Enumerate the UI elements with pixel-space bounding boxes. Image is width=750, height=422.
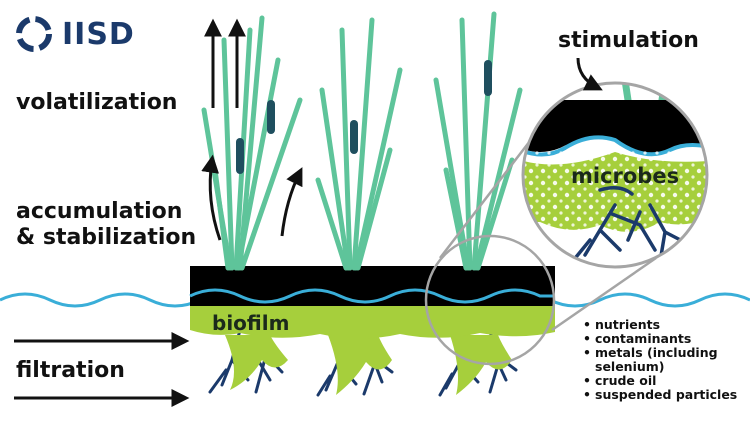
pollutant-item: nutrients <box>583 318 745 333</box>
microbes-label: microbes <box>571 164 680 188</box>
pollutant-list: nutrients contaminants metals (including… <box>583 318 745 403</box>
pollutant-item: suspended particles <box>583 388 745 403</box>
brand-name: IISD <box>62 16 135 52</box>
stabilization-label: & stabilization <box>16 225 197 250</box>
volatilization-label: volatilization <box>16 90 178 115</box>
accumulation-arrows <box>201 154 303 241</box>
iisd-ring-logo-icon <box>16 16 52 52</box>
root-biofilm-clumps <box>225 335 512 395</box>
stimulation-arrow <box>576 57 603 91</box>
zoom-source-circle <box>424 234 556 366</box>
pollutant-item: metals (including selenium) <box>583 346 745 374</box>
stimulation-label: stimulation <box>558 28 699 53</box>
filtration-label: filtration <box>16 358 125 383</box>
filtration-arrows <box>14 332 190 407</box>
mat-water-line <box>189 288 555 304</box>
volatilization-arrows <box>204 18 246 108</box>
pollutant-item: contaminants <box>583 332 745 347</box>
iisd-logo: IISD <box>14 14 135 54</box>
cattail-heads <box>236 60 492 174</box>
zoom-detail-circle <box>521 81 709 269</box>
plant-stalks <box>201 11 523 271</box>
accumulation-label: accumulation <box>16 199 183 224</box>
biofilm-layer <box>190 306 555 339</box>
pollutant-item: crude oil <box>583 374 745 389</box>
biofilm-label: biofilm <box>212 311 290 335</box>
